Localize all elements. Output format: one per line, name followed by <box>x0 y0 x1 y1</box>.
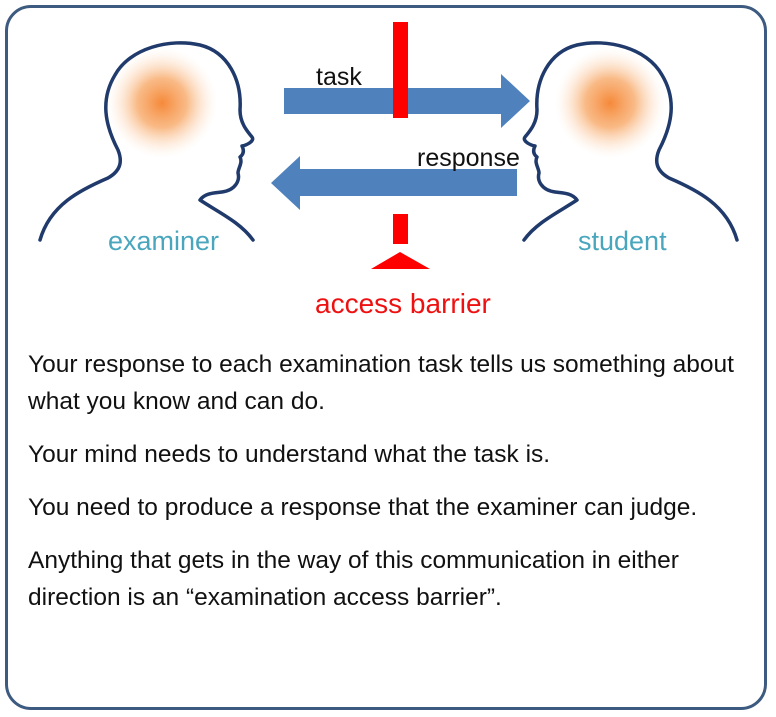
barrier-bar-bottom <box>393 214 408 244</box>
barrier-up-arrow <box>371 252 430 269</box>
access-barrier-label: access barrier <box>315 288 491 319</box>
examiner-head-silhouette <box>38 41 255 242</box>
paragraph-4: Anything that gets in the way of this co… <box>28 547 679 611</box>
response-arrow <box>271 156 517 210</box>
explanation-text: Your response to each examination task t… <box>28 346 753 632</box>
student-mind-glow <box>555 48 665 158</box>
student-head-silhouette <box>522 41 739 242</box>
paragraph-2: Your mind needs to understand what the t… <box>28 441 551 468</box>
response-label: response <box>417 144 520 172</box>
barrier-bar-top <box>393 22 408 118</box>
examiner-mind-glow <box>107 48 217 158</box>
student-label: student <box>578 226 667 256</box>
paragraph-1: Your response to each examination task t… <box>28 351 734 415</box>
paragraph-3: You need to produce a response that the … <box>28 494 698 521</box>
task-label: task <box>316 63 362 91</box>
examiner-label: examiner <box>108 226 220 256</box>
